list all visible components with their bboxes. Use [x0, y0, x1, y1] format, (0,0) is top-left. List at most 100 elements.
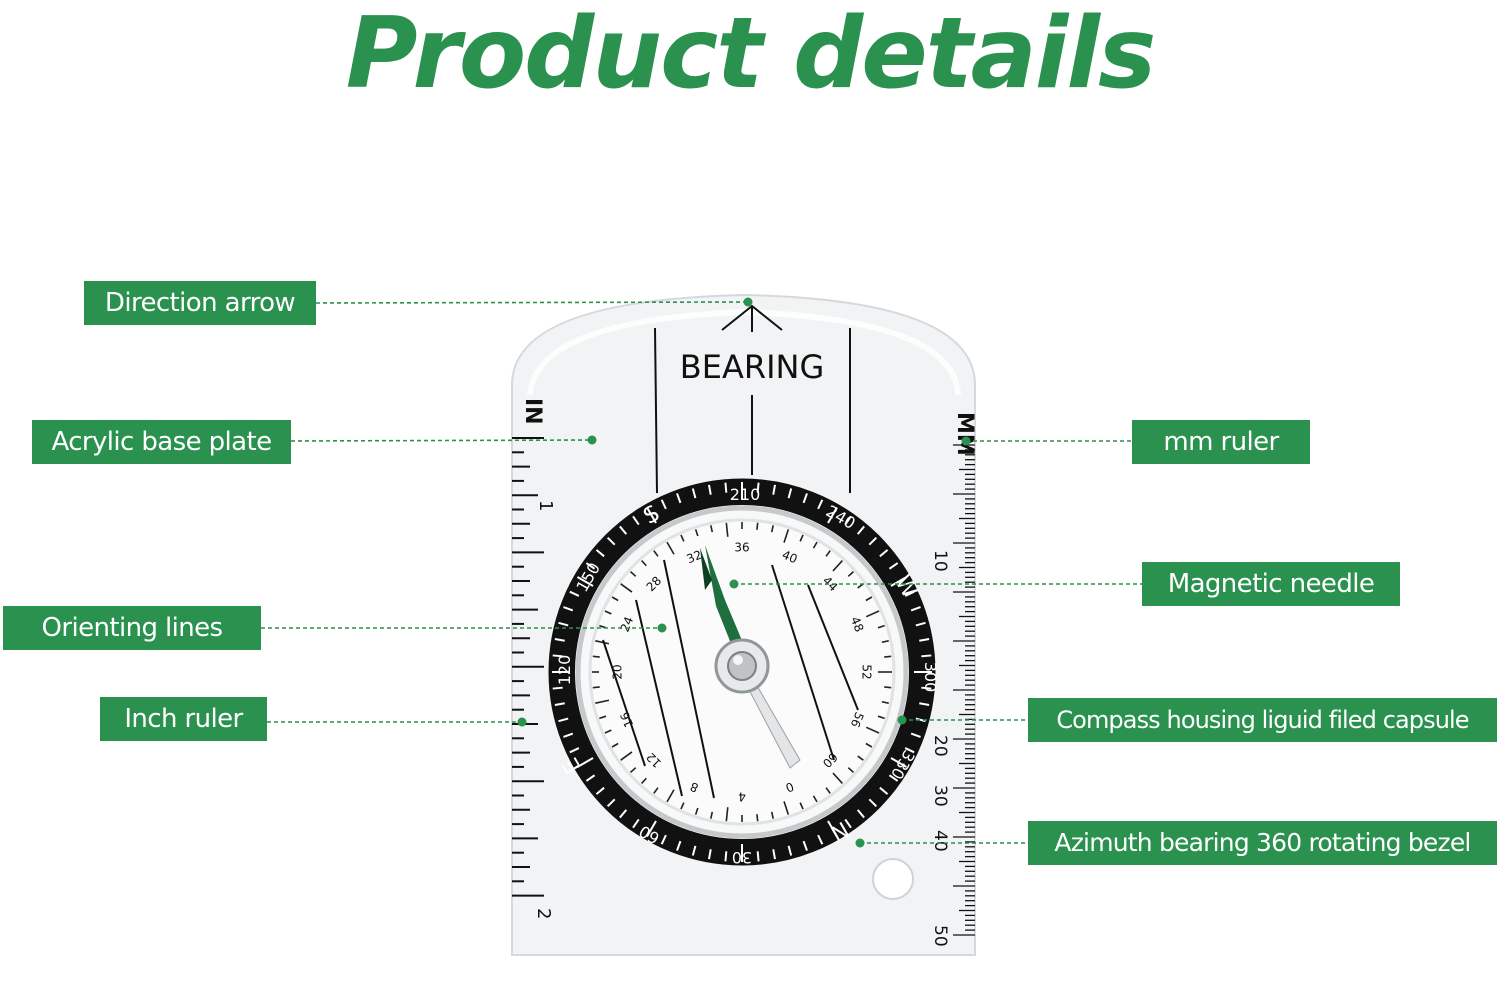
bezel-tick	[890, 576, 908, 587]
bezel-deg-300: 300	[921, 662, 940, 693]
bezel-tick	[569, 747, 580, 754]
dial-tick	[604, 610, 612, 615]
dial-tick	[592, 686, 600, 689]
label-compass-housing: Compass housing liguid filed capsule	[1028, 698, 1497, 742]
bezel-tick	[708, 484, 712, 495]
bezel-tick	[563, 732, 574, 738]
mm-number-30: 30	[930, 785, 950, 807]
bezel-tick	[563, 606, 574, 612]
bezel-tick	[619, 809, 628, 819]
bezel-tick	[919, 638, 930, 642]
dial-number: 16	[618, 710, 637, 729]
mm-unit-label: MM	[952, 412, 977, 456]
dial-tick	[710, 811, 714, 819]
bezel-tick	[660, 499, 667, 510]
bezel-tick	[576, 757, 594, 768]
mm-number-50: 50	[930, 925, 950, 947]
bezel-tick	[606, 798, 616, 808]
dial-number: 52	[860, 664, 874, 679]
bezel-tick	[585, 774, 596, 782]
dial-tick	[725, 522, 729, 537]
bezel-tick	[676, 840, 682, 851]
bezel-tick	[904, 590, 915, 597]
bezel-tick	[619, 525, 628, 535]
magnetic-needle	[700, 545, 801, 769]
dial-tick	[877, 715, 885, 720]
bezel-tick	[646, 506, 657, 524]
bezel-tick	[691, 845, 697, 856]
dial-tick	[756, 814, 759, 822]
dial-tick	[710, 525, 714, 533]
bezel-tick	[554, 638, 565, 642]
dial-number: 40	[780, 548, 799, 567]
label-magnetic-needle: Magnetic needle	[1142, 562, 1400, 606]
label-direction-arrow: Direction arrow	[84, 281, 316, 325]
dial-tick	[881, 640, 889, 644]
bezel-tick	[890, 757, 908, 768]
bezel-tick	[585, 562, 596, 570]
bezel-deg-210: 210	[730, 485, 761, 504]
dial-tick	[832, 559, 843, 572]
dial-tick	[865, 596, 873, 602]
dial-number: 56	[848, 710, 867, 729]
dial-tick	[694, 807, 699, 815]
bezel-tick	[772, 484, 776, 495]
dial-tick	[825, 787, 831, 794]
bezel-deg-30: 30	[732, 848, 752, 867]
bezel-tick	[921, 654, 932, 658]
bezel-tick	[868, 798, 878, 808]
bezel-tick	[569, 590, 580, 597]
mm-number-40: 40	[930, 830, 950, 852]
bezel-tick	[879, 549, 889, 558]
dial-tick	[595, 640, 610, 645]
bezel-tick	[919, 702, 930, 706]
bezel-tick	[552, 686, 563, 690]
direction-arrow	[721, 304, 783, 332]
dial-tick	[865, 726, 880, 734]
label-orienting-lines: Orienting lines	[3, 606, 261, 650]
bezel-deg-120: 120	[555, 655, 574, 686]
bezel-tick	[554, 702, 565, 706]
dial-tick	[770, 811, 774, 819]
dial-tick	[653, 550, 659, 557]
bezel-tick	[576, 576, 594, 587]
bezel-tick	[888, 562, 899, 570]
dial-tick	[770, 525, 774, 533]
bezel-tick	[632, 515, 640, 526]
dial-number: 32	[685, 548, 704, 567]
dial-ticks	[592, 522, 892, 822]
label-mm-ruler: mm ruler	[1132, 420, 1310, 464]
dial-tick	[694, 529, 699, 537]
bezel-tick	[756, 851, 760, 862]
bezel-tick	[558, 621, 569, 627]
bezel-tick	[879, 786, 889, 795]
label-azimuth-bezel: Azimuth bearing 360 rotating bezel	[1028, 821, 1497, 865]
dial-tick	[783, 801, 790, 815]
bezel-tick	[724, 851, 728, 862]
bezel-tick	[856, 525, 865, 535]
dial-tick	[653, 787, 659, 794]
dial-tick	[620, 751, 633, 761]
bezel-tick	[827, 820, 838, 838]
dial-tick	[680, 802, 685, 810]
bezel-ticks	[552, 482, 932, 862]
mm-ruler-ticks	[953, 444, 975, 936]
bezel-tick	[921, 686, 932, 690]
dial-tick	[812, 795, 818, 803]
label-inch-ruler: Inch ruler	[100, 697, 267, 741]
bezel-tick	[756, 482, 760, 493]
dial-tick	[857, 755, 864, 761]
dial-tick	[847, 571, 855, 577]
bezel-tick	[646, 820, 657, 838]
bezel-tick	[632, 818, 640, 829]
bezel-tick	[787, 845, 793, 856]
dial-number: 48	[848, 615, 867, 634]
bezel-tick	[817, 834, 824, 845]
dial-tick	[604, 729, 612, 734]
bezel-tick	[558, 717, 569, 723]
dial-number: 4	[738, 790, 746, 804]
dial-tick	[884, 686, 892, 689]
dial-tick	[812, 541, 818, 549]
